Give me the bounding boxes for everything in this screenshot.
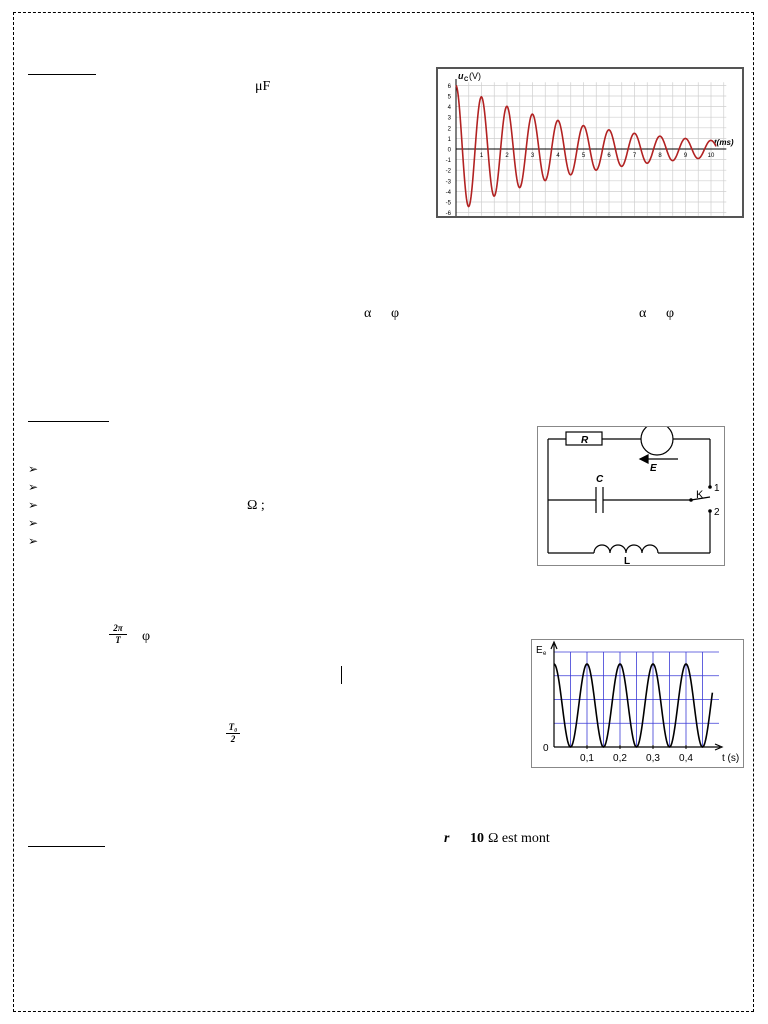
x-tick-label: 9 [684, 153, 688, 159]
y-tick-label: -1 [446, 158, 452, 164]
label-L: L [624, 556, 630, 565]
x-tick-label: 1 [480, 153, 484, 159]
y-axis-label: E [536, 645, 543, 656]
x-tick-label: 7 [633, 153, 637, 159]
unit-microfarad: μF [255, 79, 271, 94]
y-axis-label-sub: e [543, 651, 547, 657]
x-tick-label: 3 [531, 153, 535, 159]
y-tick-label: -4 [446, 190, 452, 196]
y-axis-label: u [458, 71, 464, 81]
var-r: r [444, 831, 450, 846]
x-tick-label: 8 [658, 153, 662, 159]
y-tick-label: -6 [446, 211, 452, 216]
rlc-circuit: R E C K 1 2 L [537, 422, 725, 567]
origin-label: 0 [543, 743, 549, 754]
y-tick-label: -2 [446, 169, 452, 175]
y-tick-label: -3 [446, 179, 452, 185]
bullet-arrow-icon: ➢ [28, 498, 39, 512]
y-tick-label: 1 [448, 137, 452, 143]
bullet-arrow-icon: ➢ [28, 462, 39, 476]
resistance-value: 10 [470, 831, 484, 846]
bullet-arrow-icon: ➢ [28, 480, 39, 494]
x-tick-label: 10 [708, 153, 715, 159]
label-C: C [596, 474, 604, 485]
x-tick-label: 4 [556, 153, 560, 159]
label-K: K [696, 489, 704, 501]
section2-heading-underline [28, 421, 109, 422]
y-tick-label: 5 [448, 95, 452, 101]
page-frame [13, 12, 754, 1012]
fraction-T0-over-2: T₀ 2 [226, 722, 240, 745]
fraction-denominator: T [115, 635, 121, 645]
rlc-circuit-svg: R E C K 1 2 L [547, 422, 720, 567]
phi-symbol-2: φ [666, 306, 675, 321]
label-2: 2 [714, 507, 720, 518]
y-tick-label: 0 [448, 148, 452, 154]
fraction-numerator: T₀ [226, 722, 240, 734]
y-tick-label: 2 [448, 126, 452, 132]
fraction-numerator: 2π [109, 623, 127, 635]
resistance-unit-text: Ω est mont [488, 831, 550, 846]
fraction-2pi-over-T: 2π T [109, 623, 127, 646]
y-tick-label: -5 [446, 201, 452, 207]
ee-curve [553, 663, 714, 748]
y-tick-label: 3 [448, 116, 452, 122]
section1-heading-underline [28, 74, 96, 75]
section4-heading-underline [28, 846, 105, 847]
x-tick-label: 0,3 [646, 753, 660, 764]
alpha-symbol-2: α [639, 306, 647, 321]
label-E: E [650, 463, 657, 474]
fraction-denominator: 2 [230, 734, 236, 744]
x-tick-label: 0,4 [679, 753, 693, 764]
vertical-bar [341, 666, 342, 684]
x-tick-label: 6 [607, 153, 611, 159]
ohm-symbol: Ω ; [247, 498, 265, 513]
phi-symbol-3: φ [142, 629, 151, 644]
bullet-arrow-icon: ➢ [28, 516, 39, 530]
alpha-symbol-1: α [364, 306, 372, 321]
x-axis-label: t(ms) [714, 138, 734, 147]
x-axis-label: t (s) [722, 753, 739, 764]
uc-curve [455, 84, 717, 208]
phi-symbol-1: φ [391, 306, 400, 321]
label-R: R [581, 435, 589, 446]
x-tick-label: 0,1 [580, 753, 594, 764]
y-axis-label-unit: (V) [469, 71, 481, 81]
x-axis-arrow [714, 743, 724, 751]
bullet-arrow-icon: ➢ [28, 534, 39, 548]
y-axis-label-sub: C [464, 77, 469, 83]
label-1: 1 [714, 483, 720, 494]
x-tick-label: 0,2 [613, 753, 627, 764]
y-tick-label: 6 [448, 84, 452, 90]
y-tick-label: 4 [448, 105, 452, 111]
x-tick-label: 5 [582, 153, 586, 159]
y-axis-arrow [550, 640, 558, 650]
x-tick-label: 2 [505, 153, 509, 159]
